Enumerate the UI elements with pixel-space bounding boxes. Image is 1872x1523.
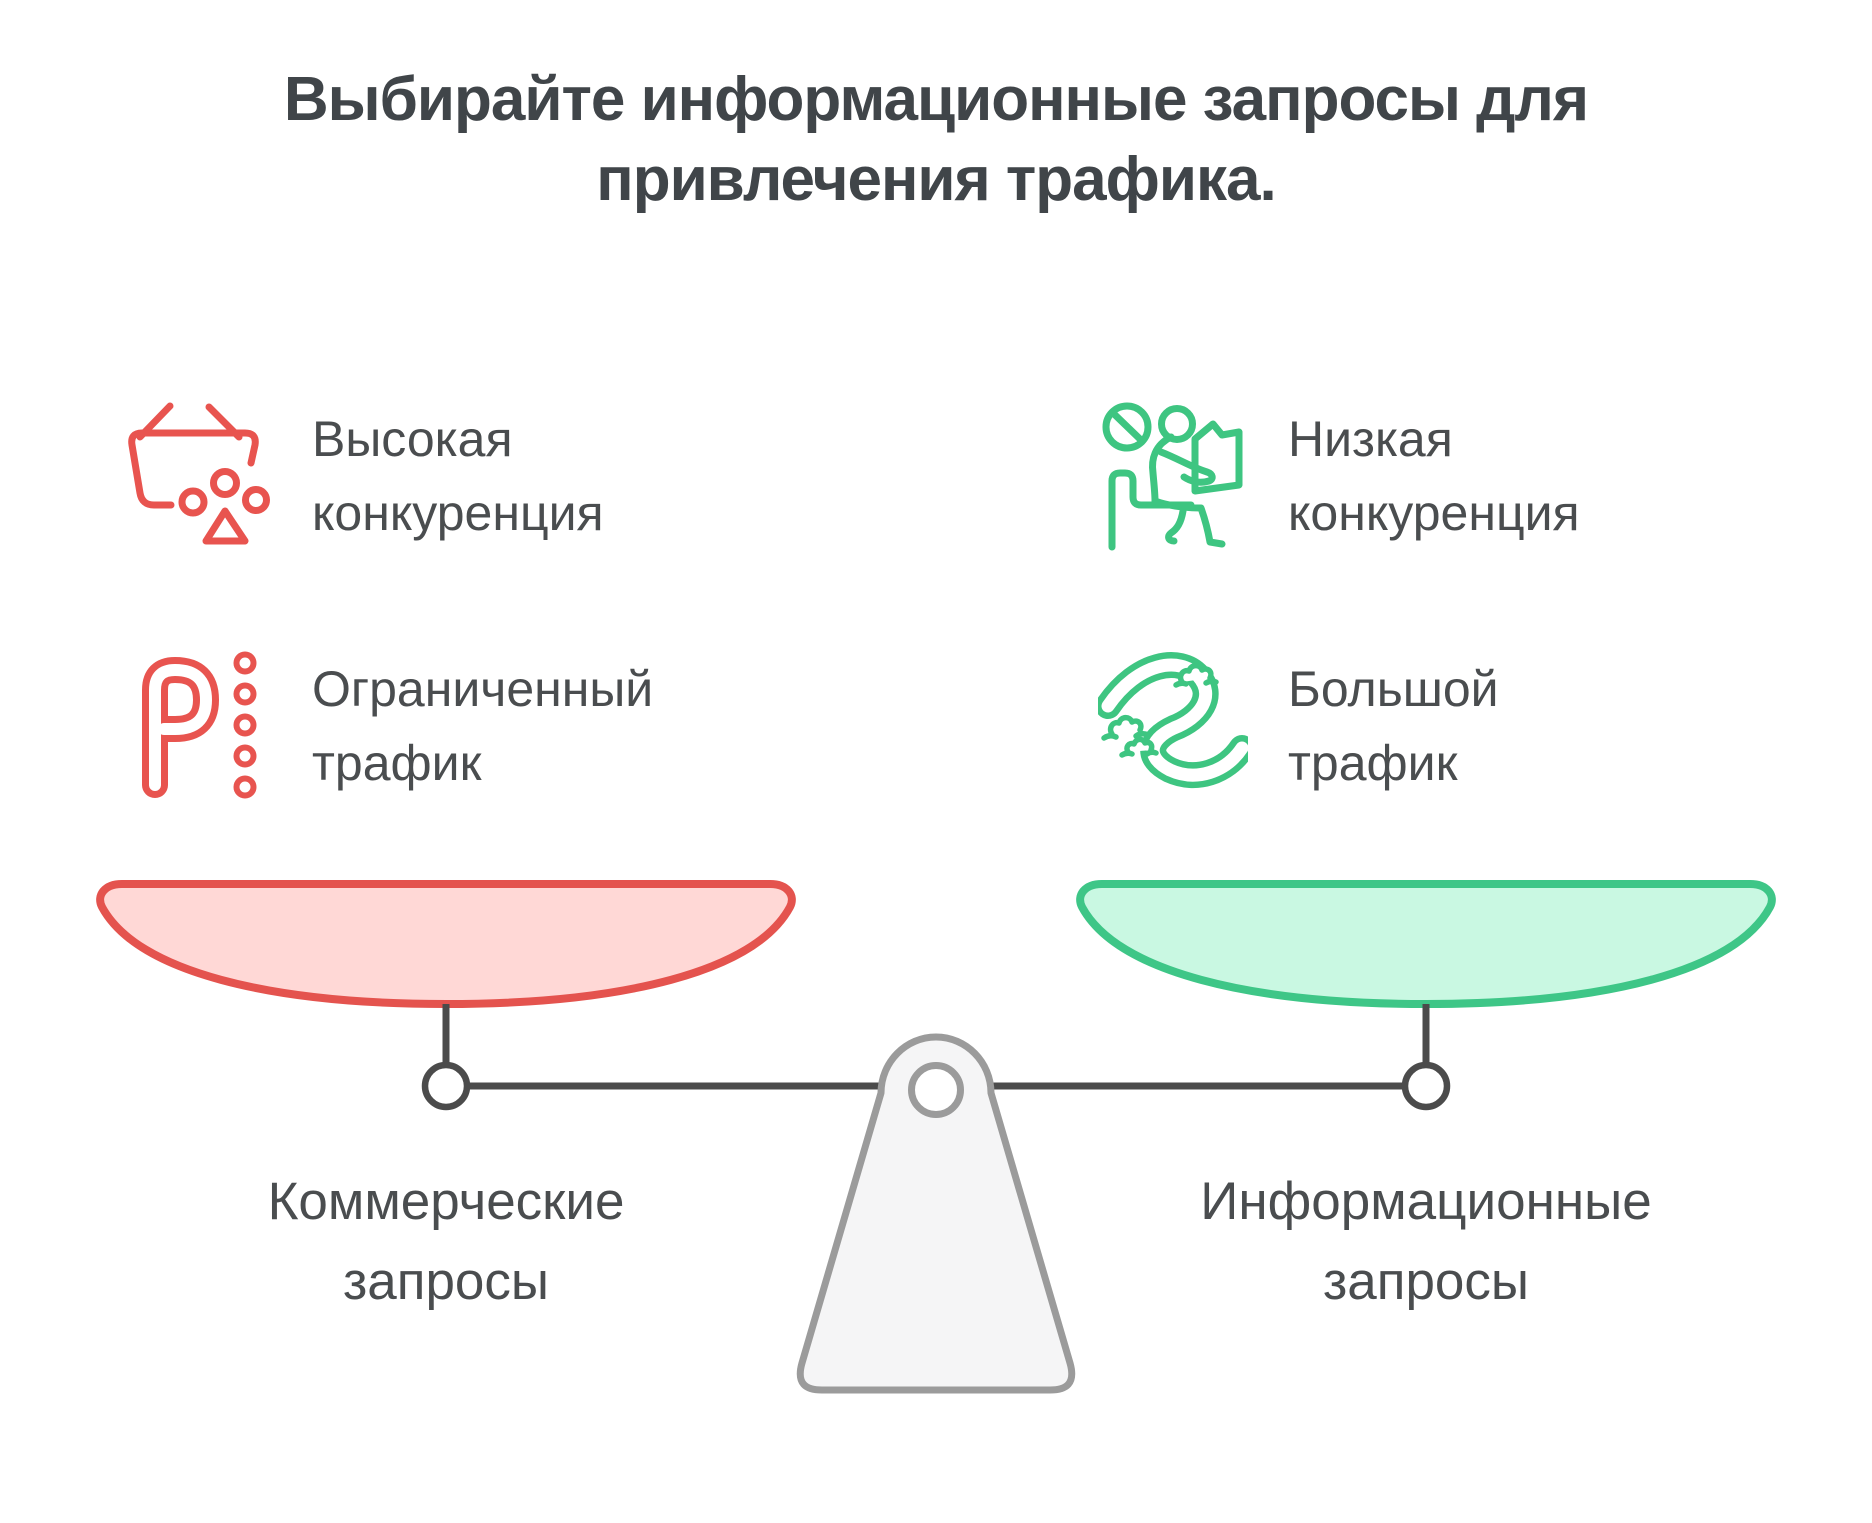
fulcrum-hole: [908, 1062, 964, 1118]
left-pan: [96, 880, 796, 1008]
right-pan-label: Информационные запросы: [1126, 1162, 1726, 1322]
basket-body: [128, 429, 259, 509]
paw-dot: [178, 487, 208, 517]
right-pan: [1076, 880, 1776, 1008]
leg-back: [1165, 507, 1187, 545]
feature-big-traffic: Большой трафик: [1288, 652, 1499, 800]
fulcrum: [796, 1033, 1076, 1394]
no-sign-circle: [1102, 402, 1152, 452]
left-pan-label: Коммерческие запросы: [146, 1162, 746, 1322]
feature-line-2: конкуренция: [1288, 485, 1580, 541]
feature-line-1: Ограниченный: [312, 661, 654, 717]
head: [1158, 405, 1196, 443]
basket-handle-left: [136, 402, 174, 441]
feature-limited-traffic: Ограниченный трафик: [312, 652, 653, 800]
cloud: [1173, 662, 1219, 688]
arm: [1157, 448, 1216, 486]
person-reading-no-sign-icon: [1095, 395, 1255, 560]
dot: [233, 744, 257, 768]
feature-high-competition: Высокая конкуренция: [312, 402, 604, 550]
feature-line-1: Высокая: [312, 411, 513, 467]
right-pivot-ring: [1401, 1061, 1451, 1111]
book: [1191, 420, 1243, 495]
left-pivot-ring: [421, 1061, 471, 1111]
cloud: [1119, 736, 1159, 758]
dot: [233, 682, 257, 706]
feature-line-1: Низкая: [1288, 411, 1453, 467]
no-sign-slash: [1109, 409, 1145, 444]
paw-triangle: [202, 507, 249, 545]
torso: [1149, 433, 1175, 505]
title-line-2: привлечения трафика.: [596, 145, 1277, 214]
paw-dot: [242, 486, 270, 514]
dot: [233, 713, 257, 737]
title-line-1: Выбирайте информационные запросы для: [283, 65, 1589, 134]
cloud: [1101, 714, 1151, 741]
right-pan-label-line-2: запросы: [1322, 1252, 1530, 1311]
page-title: Выбирайте информационные запросы для при…: [0, 60, 1872, 220]
dot: [233, 775, 257, 799]
chair: [1108, 469, 1195, 551]
winding-river-icon: [1098, 650, 1248, 790]
dot: [233, 651, 257, 675]
feature-line-2: трафик: [312, 735, 482, 791]
feature-line-1: Большой: [1288, 661, 1499, 717]
left-pan-label-line-2: запросы: [342, 1252, 550, 1311]
feature-low-competition: Низкая конкуренция: [1288, 402, 1580, 550]
river-water: [1101, 658, 1248, 782]
parking-p-dots-icon: [134, 650, 260, 800]
right-pan-label-line-1: Информационные: [1200, 1172, 1652, 1231]
paw-dot: [210, 468, 240, 498]
feature-line-2: конкуренция: [312, 485, 604, 541]
feature-line-2: трафик: [1288, 735, 1458, 791]
basket-handle-right: [205, 403, 243, 441]
left-pan-label-line-1: Коммерческие: [267, 1172, 625, 1231]
p-letter-inner: [149, 664, 212, 791]
leg-front: [1151, 497, 1226, 548]
shopping-basket-paw-icon: [118, 395, 288, 550]
